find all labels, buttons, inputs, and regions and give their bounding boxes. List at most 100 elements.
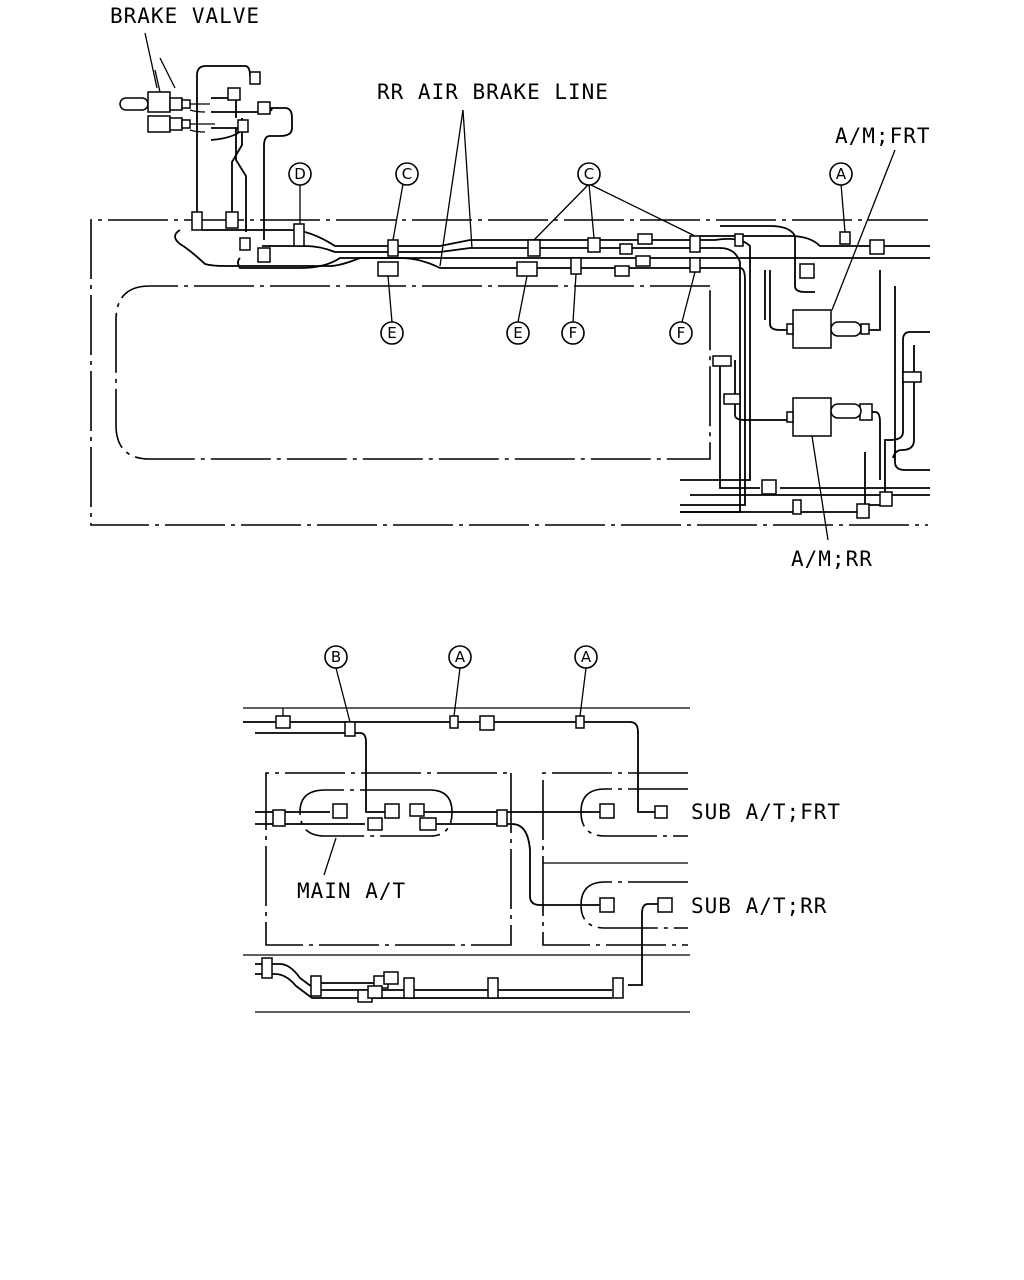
callout-bottom-b: B xyxy=(324,645,348,669)
sub-at-tanks xyxy=(542,772,688,946)
top-diagram: D C C A E E F F BRAKE VALVE RR AIR BRAKE… xyxy=(90,4,931,571)
bfit-404 xyxy=(403,977,415,999)
fitting-762 xyxy=(761,479,777,495)
main-at-leader xyxy=(323,837,337,876)
callout-top-a: A xyxy=(829,162,853,186)
valve-line-4 xyxy=(263,107,293,240)
svg-text:E: E xyxy=(513,324,522,342)
fitting-e1 xyxy=(377,261,399,277)
b-leader xyxy=(335,667,351,723)
frame-inner xyxy=(115,285,711,460)
svg-text:C: C xyxy=(402,165,412,183)
bfit-a2 xyxy=(575,715,585,729)
c2-leader-a xyxy=(533,183,590,241)
sub-rr-line xyxy=(628,903,658,986)
fitting-724 xyxy=(723,393,741,405)
fitting-d xyxy=(293,223,305,247)
brake-valve-leader xyxy=(144,32,158,89)
bottom-b-line xyxy=(255,732,385,813)
fitting-a xyxy=(839,231,851,245)
bottom-right-lines xyxy=(780,452,930,506)
callout-top-d: D xyxy=(288,162,312,186)
c1-leader xyxy=(392,183,404,241)
svg-text:C: C xyxy=(584,165,594,183)
valve-line-5 xyxy=(235,128,247,232)
svg-text:A: A xyxy=(455,648,466,666)
bfit-sub-rr xyxy=(657,897,673,913)
callout-top-c2: C xyxy=(577,162,601,186)
fitting-192 xyxy=(191,211,203,231)
fitting-620 xyxy=(619,243,633,255)
e1-leader xyxy=(387,275,393,323)
rr-line-leader-1 xyxy=(439,109,464,267)
callout-bottom-a2: A xyxy=(574,645,598,669)
fitting-226 xyxy=(225,211,239,229)
main-line-1 xyxy=(174,229,930,267)
fitting-735 xyxy=(734,233,744,247)
bfit-333 xyxy=(332,803,348,819)
fitting-713 xyxy=(712,355,732,367)
bfit-368b xyxy=(367,985,383,999)
main-at-inner xyxy=(299,789,453,837)
bfit-410 xyxy=(409,803,425,817)
fitting-tee-800 xyxy=(799,263,815,279)
bfit-311 xyxy=(310,975,322,997)
svg-text:D: D xyxy=(294,165,306,183)
label-sub-at-rr: SUB A/T;RR xyxy=(691,894,827,918)
c2-leader-b xyxy=(588,183,595,239)
fitting-793 xyxy=(792,499,802,515)
fitting-638 xyxy=(637,233,653,245)
am-rr-leader xyxy=(811,435,829,541)
am-frt-out xyxy=(868,270,881,331)
air-master-rear xyxy=(786,397,862,437)
valve-fitting-2 xyxy=(227,87,241,101)
bfit-b xyxy=(344,721,356,737)
bfit-600 xyxy=(599,803,615,819)
svg-text:E: E xyxy=(387,324,396,342)
main-line-4 xyxy=(262,245,741,513)
frame-outer xyxy=(90,219,928,526)
bottom-diagram: B A A MAIN A/T SUB A/T;FRT SUB A/T;RR xyxy=(243,645,840,1013)
am-rr-feed xyxy=(734,360,793,421)
bfit-480 xyxy=(479,715,495,731)
fitting-c2b xyxy=(587,237,601,253)
bfit-368 xyxy=(367,817,383,831)
label-am-frt: A/M;FRT xyxy=(835,124,931,148)
callout-top-c1: C xyxy=(395,162,419,186)
label-rr-air-brake-line: RR AIR BRAKE LINE xyxy=(377,80,609,104)
label-brake-valve: BRAKE VALVE xyxy=(110,4,260,28)
fitting-f2 xyxy=(689,257,701,273)
svg-text:A: A xyxy=(581,648,592,666)
rr-line-leader-2 xyxy=(462,109,473,249)
a2-leader xyxy=(579,667,587,717)
fitting-258 xyxy=(257,247,271,263)
bfit-613 xyxy=(612,977,624,999)
f2-leader xyxy=(681,271,696,323)
callout-top-e2: E xyxy=(506,321,530,345)
mid-line-d xyxy=(420,823,600,906)
callout-top-f1: F xyxy=(561,321,585,345)
bfit-276 xyxy=(275,715,291,729)
main-line-5 xyxy=(700,235,930,247)
bfit-420 xyxy=(419,817,437,831)
fitting-c2a xyxy=(527,239,541,257)
callout-top-e1: E xyxy=(380,321,404,345)
bot-line-b xyxy=(255,973,612,999)
svg-text:B: B xyxy=(331,648,341,666)
main-at-tank xyxy=(265,772,512,946)
fitting-860 xyxy=(859,403,873,421)
label-main-at: MAIN A/T xyxy=(297,879,406,903)
bfit-488 xyxy=(487,977,499,999)
f1-leader xyxy=(572,273,577,323)
right-line-b xyxy=(892,345,915,459)
bfit-385 xyxy=(384,803,400,819)
bottom-main-line xyxy=(243,721,655,813)
svg-text:A: A xyxy=(836,165,847,183)
valve-line-1 xyxy=(196,65,256,212)
svg-text:F: F xyxy=(677,324,686,342)
am-rr-out xyxy=(860,411,881,480)
a1-leader xyxy=(453,667,461,717)
a-leader xyxy=(840,183,846,233)
fitting-615 xyxy=(614,265,630,277)
